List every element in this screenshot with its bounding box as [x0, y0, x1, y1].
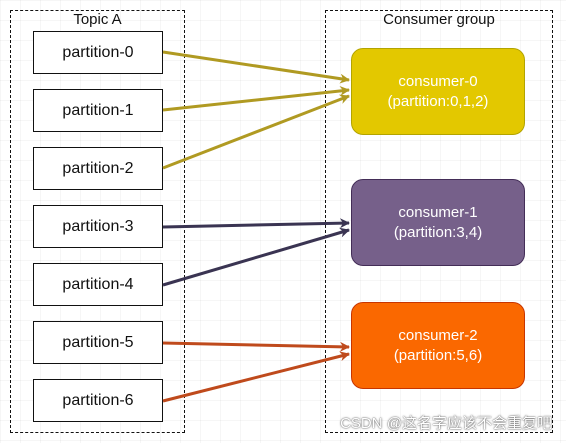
consumer-name: consumer-2 [398, 326, 478, 344]
consumer-box-0: consumer-0 (partition:0,1,2) [351, 48, 525, 135]
partition-box-3: partition-3 [33, 205, 163, 248]
topic-title: Topic A [73, 11, 122, 28]
arrow-partition-2 [162, 94, 350, 170]
consumer-group-title: Consumer group [383, 11, 495, 28]
consumer-box-1: consumer-1 (partition:3,4) [351, 179, 525, 266]
topic-group: Topic A [10, 10, 185, 433]
arrow-partition-4 [162, 227, 350, 287]
partition-box-6: partition-6 [33, 379, 163, 422]
partition-box-0: partition-0 [33, 31, 163, 74]
consumer-detail: (partition:3,4) [393, 223, 483, 241]
consumer-name: consumer-0 [398, 72, 478, 90]
arrow-partition-5 [162, 341, 350, 352]
consumer-group: Consumer group [325, 10, 553, 433]
arrow-partition-3 [162, 218, 350, 229]
arrow-partition-1 [162, 85, 350, 112]
consumer-box-2: consumer-2 (partition:5,6) [351, 302, 525, 389]
consumer-detail: (partition:5,6) [393, 346, 483, 364]
watermark: CSDN @这名字应该不会重复吧 [340, 415, 552, 432]
partition-box-1: partition-1 [33, 89, 163, 132]
partition-box-2: partition-2 [33, 147, 163, 190]
arrow-partition-6 [162, 351, 350, 403]
consumer-detail: (partition:0,1,2) [387, 92, 489, 110]
partition-box-4: partition-4 [33, 263, 163, 306]
consumer-name: consumer-1 [398, 203, 478, 221]
partition-box-5: partition-5 [33, 321, 163, 364]
arrow-partition-0 [162, 50, 350, 84]
